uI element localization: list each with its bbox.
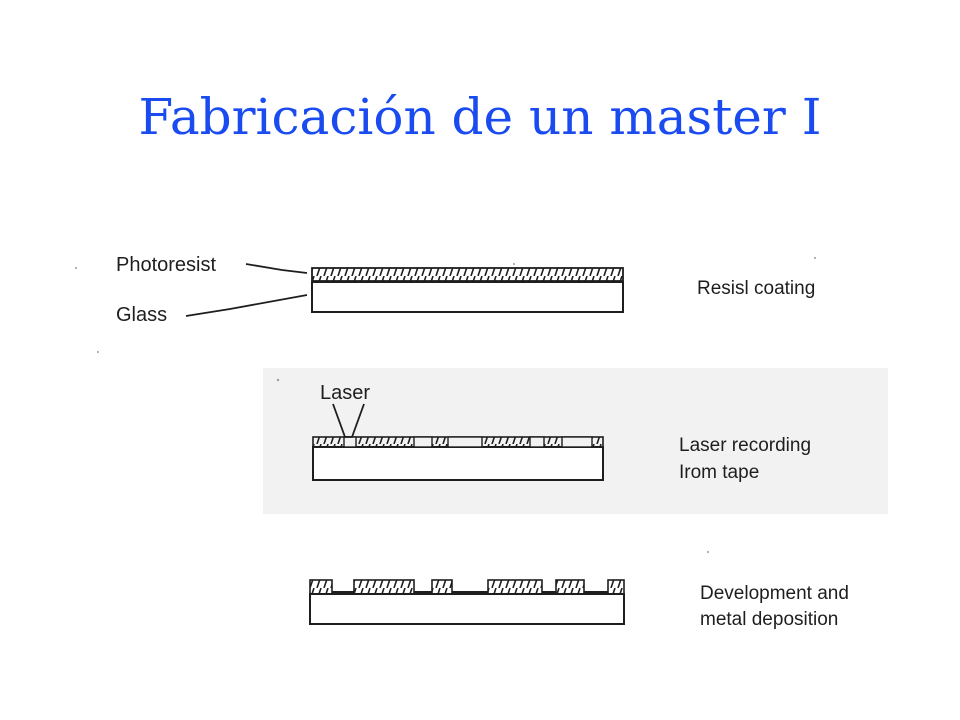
glass-label: Glass xyxy=(116,304,168,326)
resist-island xyxy=(353,579,415,595)
exposed-pit xyxy=(413,436,433,448)
exposed-pit xyxy=(529,436,545,448)
exposed-pit xyxy=(561,436,593,448)
stage3-caption-line1: Development and xyxy=(700,583,849,604)
photoresist-layer-1 xyxy=(311,267,624,282)
exposed-pit xyxy=(343,436,357,448)
glass-substrate-3 xyxy=(309,593,625,625)
laser-beam-lines xyxy=(332,403,365,438)
stage3-caption-line2: metal deposition xyxy=(700,609,839,630)
stage2-caption-line1: Laser recording xyxy=(679,435,812,456)
stage2-caption-line2: Irom tape xyxy=(679,462,760,483)
resist-island xyxy=(309,579,333,595)
resist-island xyxy=(555,579,585,595)
slide-title: Fabricación de un master I xyxy=(138,88,822,146)
glass-substrate-1 xyxy=(311,281,624,313)
photoresist-leader-line xyxy=(245,263,308,274)
resist-island xyxy=(487,579,543,595)
laser-label: Laser xyxy=(320,382,371,404)
photoresist-label: Photoresist xyxy=(116,254,217,276)
stage1-wafer xyxy=(311,267,624,313)
stage1-caption: Resisl coating xyxy=(697,278,816,299)
scan-specks xyxy=(75,257,816,553)
stage2-wafer xyxy=(312,436,604,481)
resist-island xyxy=(607,579,625,595)
glass-leader-line xyxy=(185,294,308,317)
resist-island xyxy=(431,579,453,595)
stage3-wafer xyxy=(309,579,625,625)
exposed-pit xyxy=(447,436,483,448)
glass-substrate-2 xyxy=(312,446,604,481)
